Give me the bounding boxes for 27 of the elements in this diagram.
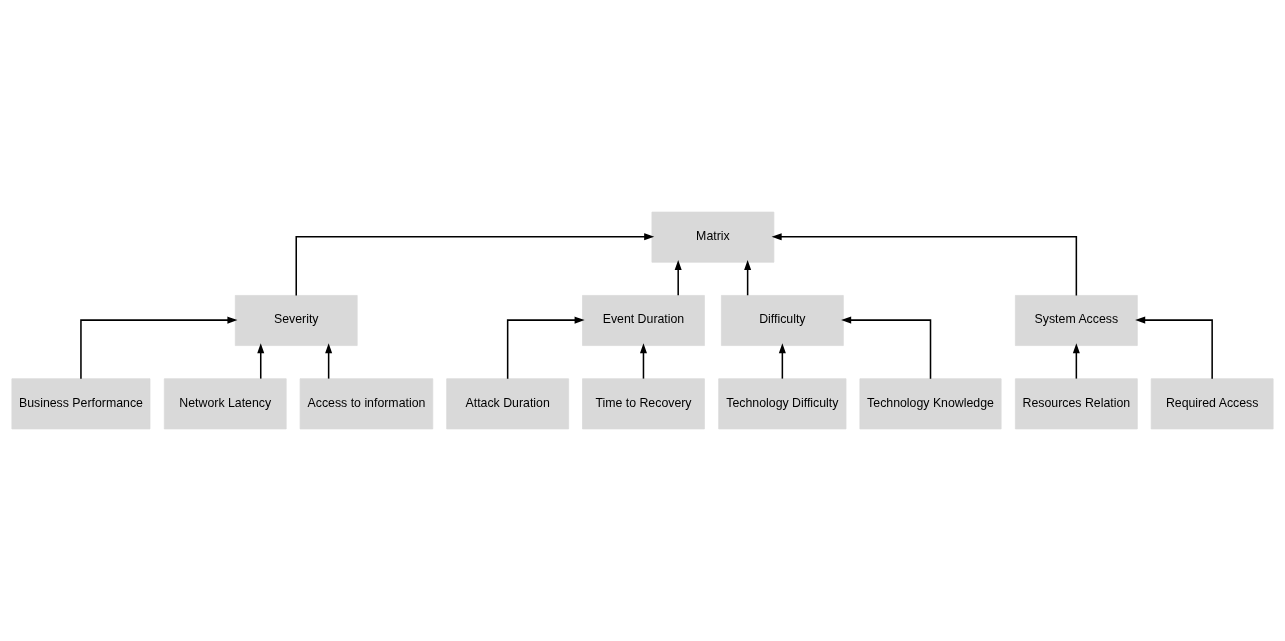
arrow — [257, 343, 265, 380]
node-box: Severity — [234, 295, 358, 346]
node-box: Time to Recovery — [582, 378, 705, 430]
node-box: Event Duration — [582, 295, 705, 346]
node-box: Required Access — [1150, 378, 1274, 430]
arrow — [744, 259, 752, 297]
arrow — [674, 259, 682, 297]
arrow — [506, 316, 585, 380]
node-box: Attack Duration — [446, 378, 569, 430]
arrow — [778, 343, 786, 380]
arrow — [1072, 343, 1080, 380]
arrow — [325, 343, 333, 380]
node-box: Technology Knowledge — [859, 378, 1002, 430]
arrow — [639, 343, 647, 380]
node-box: System Access — [1015, 295, 1138, 346]
node-box: Access to information — [299, 378, 434, 430]
node-box: Network Latency — [163, 378, 287, 430]
node-box: Resources Relation — [1015, 378, 1138, 430]
arrow — [80, 316, 238, 380]
arrow — [1135, 316, 1213, 380]
node-box: Business Performance — [11, 378, 151, 430]
node-box: Technology Difficulty — [718, 378, 847, 430]
node-box: Matrix — [651, 211, 775, 263]
node-box: Difficulty — [721, 295, 844, 346]
arrow — [771, 233, 1078, 297]
arrow — [295, 233, 655, 297]
arrow — [841, 316, 932, 380]
